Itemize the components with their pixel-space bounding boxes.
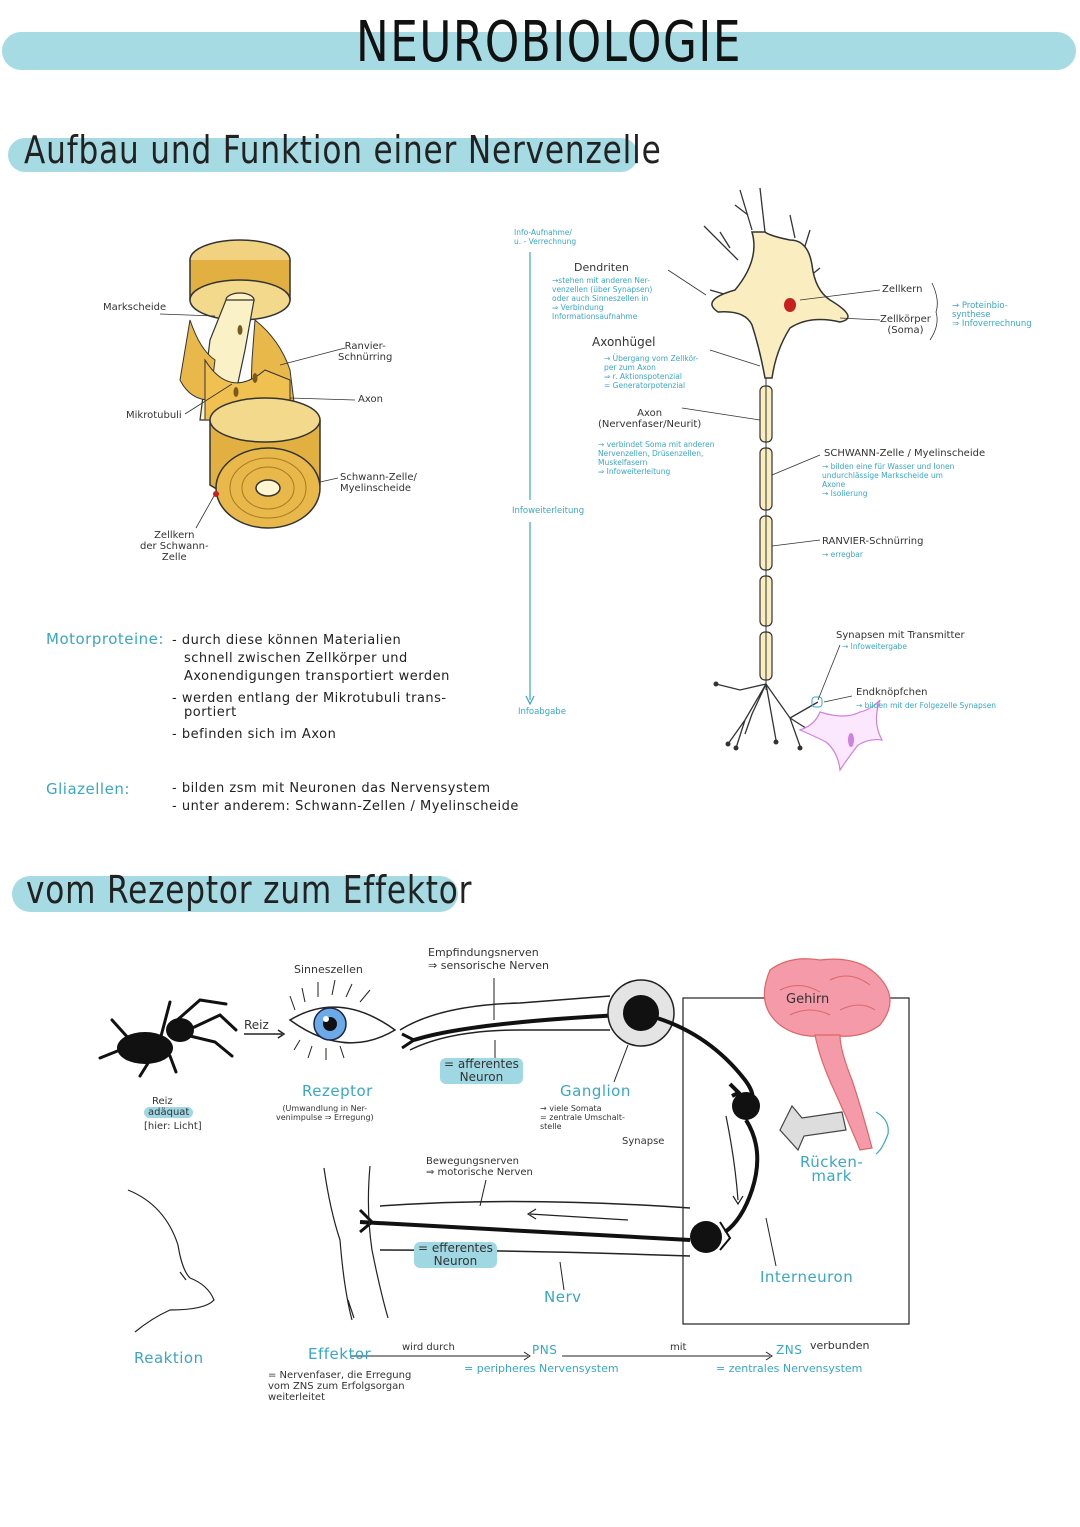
info-aufnahme-label: Info-Aufnahme/ u. - Verrechnung <box>514 228 577 246</box>
zellkoerper-label: Zellkörper (Soma) <box>880 314 931 336</box>
reiz-adaequat-text: adäquat <box>144 1107 194 1118</box>
label-mikrotubuli: Mikrotubuli <box>126 410 182 421</box>
dendriten-text: →stehen mit anderen Ner- venzellen (über… <box>552 276 653 321</box>
bewegungsnerven-label: Bewegungsnerven ⇒ motorische Nerven <box>426 1156 533 1178</box>
infoweiterleitung-label: Infoweiterleitung <box>512 506 585 516</box>
pns-label: PNS <box>532 1343 558 1357</box>
dendriten-title: Dendriten <box>574 261 629 274</box>
reiz-hier-label: [hier: Licht] <box>144 1121 202 1132</box>
section2-heading: vom Rezeptor zum Effektor <box>26 868 473 912</box>
rezeptor-text: (Umwandlung in Ner- venimpulse ⇒ Erregun… <box>276 1104 374 1122</box>
axonhuegel-text: → Übergang vom Zellkör- per zum Axon ⇒ r… <box>604 354 699 390</box>
schwann-title: SCHWANN-Zelle / Myelinscheide <box>824 448 986 459</box>
afferentes-text: = afferentes Neuron <box>440 1058 523 1084</box>
gehirn-label: Gehirn <box>786 992 830 1007</box>
label-ranvier: Ranvier- Schnürring <box>338 341 393 363</box>
ganglion-text: → viele Somata = zentrale Umschalt- stel… <box>540 1104 625 1131</box>
label-axon: Axon <box>358 394 383 405</box>
motorproteine-line: schnell zwischen Zellkörper und <box>184 651 408 666</box>
effektor-label: Effektor <box>308 1345 372 1363</box>
neuron-illustration <box>667 187 938 772</box>
afferentes-label: = afferentes Neuron <box>440 1058 523 1085</box>
efferentes-text: = efferentes Neuron <box>414 1242 497 1268</box>
label-markscheide: Markscheide <box>103 302 167 313</box>
interneuron-label: Interneuron <box>760 1268 854 1286</box>
label-zellkern-schwann: Zellkern der Schwann- Zelle <box>140 530 209 563</box>
empfindungsnerven-label: Empfindungsnerven ⇒ sensorische Nerven <box>428 946 550 972</box>
synapse-label: Synapse <box>622 1136 665 1147</box>
motorproteine-label: Motorproteine: <box>46 630 164 648</box>
ranvier-title: RANVIER-Schnürring <box>822 536 924 547</box>
info-flow-arrow <box>525 252 535 706</box>
pns-text: = peripheres Nervensystem <box>464 1362 619 1375</box>
zellkern-notes: → Proteinbio- synthese ⇒ Infoverrechnung <box>952 301 1032 329</box>
motorproteine-line: - durch diese können Materialien <box>172 633 402 648</box>
ranvier-text: → erregbar <box>822 550 863 559</box>
rueckenmark-label: Rücken- mark <box>800 1153 864 1185</box>
motorproteine-line: Axonendigungen transportiert werden <box>184 669 450 684</box>
section1-heading: Aufbau und Funktion einer Nervenzelle <box>24 128 662 172</box>
effektor-text: = Nervenfaser, die Erregung vom ZNS zum … <box>268 1370 412 1403</box>
zellkern-label: Zellkern <box>882 284 923 295</box>
motorproteine-line: - befinden sich im Axon <box>172 727 337 742</box>
axon-cylinder-illustration <box>159 239 356 529</box>
axonhuegel-title: Axonhügel <box>592 335 656 349</box>
reaktion-label: Reaktion <box>134 1349 204 1367</box>
section1-banner <box>8 138 638 172</box>
gliazellen-line: - bilden zsm mit Neuronen das Nervensyst… <box>172 781 491 796</box>
zns-label: ZNS <box>776 1343 803 1357</box>
section2-banner <box>12 876 458 912</box>
motorproteine-list: - durch diese können Materialien schnell… <box>172 632 450 744</box>
axon-text: → verbindet Soma mit anderen Nervenzelle… <box>598 440 715 476</box>
reiz-adaequat: adäquat <box>144 1107 194 1118</box>
endknoepfchen-title: Endknöpfchen <box>856 687 928 698</box>
page-title: NEUROBIOLOGIE <box>356 10 742 75</box>
mit-label: mit <box>670 1342 687 1353</box>
title-banner <box>2 32 1076 70</box>
ganglion-label: Ganglion <box>560 1082 631 1100</box>
reflex-arc-illustration <box>98 958 910 1361</box>
gliazellen-label: Gliazellen: <box>46 780 130 798</box>
nerv-label: Nerv <box>544 1288 582 1306</box>
reiz-label: Reiz <box>152 1096 173 1107</box>
gliazellen-list: - bilden zsm mit Neuronen das Nervensyst… <box>172 780 519 816</box>
label-schwann: Schwann-Zelle/ Myelinscheide <box>340 472 417 494</box>
wird-durch-label: wird durch <box>402 1342 455 1353</box>
synapsen-text: → Infoweitergabe <box>842 642 907 651</box>
synapsen-title: Synapsen mit Transmitter <box>836 630 965 641</box>
motorproteine-line: - werden entlang der Mikrotubuli trans- <box>172 691 447 706</box>
infoabgabe-label: Infoabgabe <box>518 707 566 717</box>
motorproteine-line: portiert <box>184 705 237 720</box>
axon-title: Axon (Nervenfaser/Neurit) <box>598 408 702 430</box>
efferentes-label: = efferentes Neuron <box>414 1242 497 1269</box>
zns-text: = zentrales Nervensystem <box>716 1362 863 1375</box>
gliazellen-line: - unter anderem: Schwann-Zellen / Myelin… <box>172 799 519 814</box>
schwann-text: → bilden eine für Wasser und Ionen undur… <box>822 462 955 498</box>
endknoepfchen-text: → bilden mit der Folgezelle Synapsen <box>856 701 997 710</box>
reiz-arrow-label: Reiz <box>244 1018 269 1032</box>
rezeptor-label: Rezeptor <box>302 1082 373 1100</box>
verbunden-label: verbunden <box>810 1339 870 1352</box>
sinneszellen-label: Sinneszellen <box>294 963 363 976</box>
